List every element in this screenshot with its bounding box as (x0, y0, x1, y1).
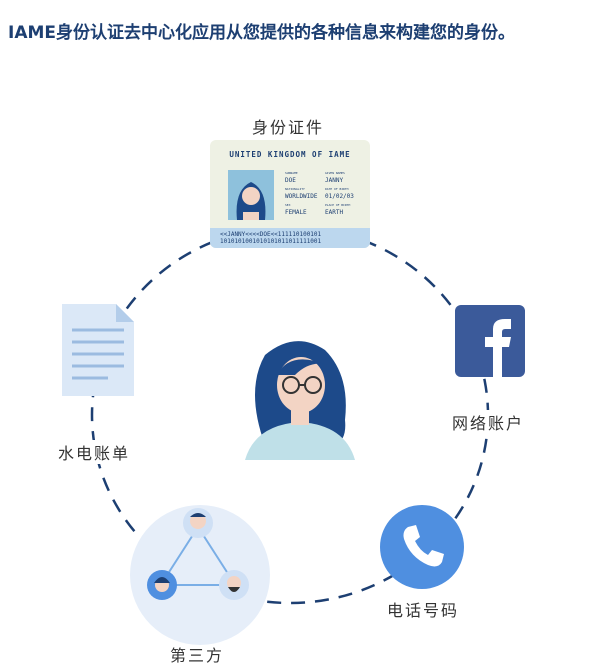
third-party-network-icon (130, 505, 270, 645)
page-title: IAME身份认证去中心化应用从您提供的各种信息来构建您的身份。 (8, 23, 516, 43)
label-utility-bills: 水电账单 (58, 440, 131, 464)
label-online-accounts: 网络账户 (452, 410, 525, 434)
card-photo (228, 170, 274, 220)
phone-icon (380, 505, 464, 589)
document-icon (62, 304, 134, 396)
facebook-icon (455, 305, 525, 377)
label-third-party: 第三方 (170, 646, 225, 665)
woman-avatar (245, 341, 355, 460)
label-id-document: 身份证件 (252, 118, 325, 137)
label-phone-number: 电话号码 (387, 597, 460, 621)
card-header: UNITED KINGDOM OF IAME (229, 150, 351, 159)
